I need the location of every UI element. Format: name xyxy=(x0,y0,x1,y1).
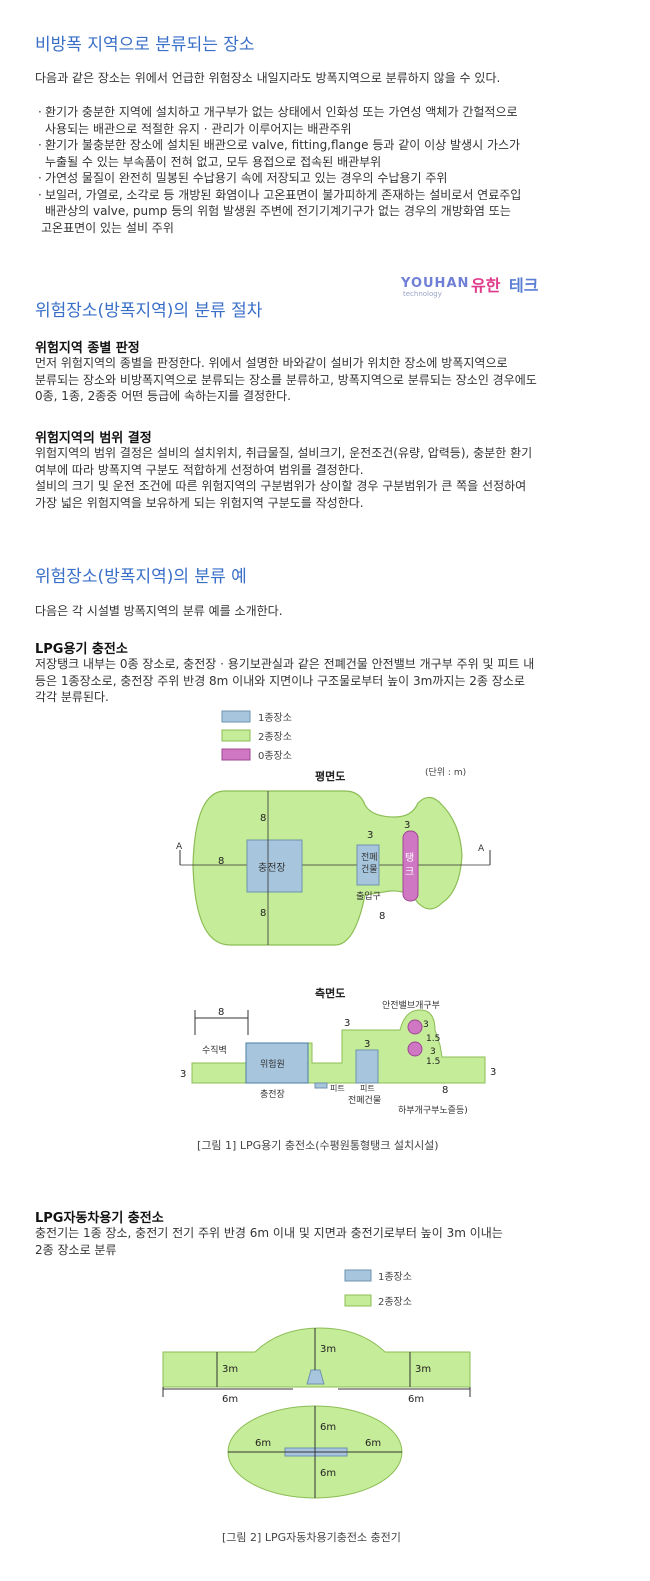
svg-text:3: 3 xyxy=(367,830,373,841)
plan-title: 평면도 xyxy=(315,769,345,783)
zone2-side xyxy=(191,1009,486,1084)
valve-label: 안전밸브개구부 xyxy=(382,1000,440,1011)
legend-label: 0종장소 xyxy=(258,750,292,762)
building-side-zone1 xyxy=(355,1049,379,1084)
svg-text:1.5: 1.5 xyxy=(426,1034,440,1044)
svg-text:8: 8 xyxy=(379,911,385,922)
lower-opening-label: 하부개구부노즐등) xyxy=(398,1105,468,1116)
logo-sub: technology xyxy=(403,290,442,298)
zone2-plan xyxy=(192,790,463,946)
logo-korean-2: 테크 xyxy=(509,276,539,295)
svg-text:전폐건물: 전폐건물 xyxy=(348,1094,381,1106)
figure-2-diagram: 1종장소 2종장소 3m 3m 3m 6m 6m 6m 6m 6m 6m xyxy=(162,1269,471,1499)
logo-korean-1: 유한 xyxy=(471,276,501,295)
paragraph-type: 먼저 위험지역의 종별을 판정한다. 위에서 설명한 바와같이 설비가 위치한 … xyxy=(35,356,537,403)
svg-text:3m: 3m xyxy=(415,1364,431,1375)
svg-text:8: 8 xyxy=(260,813,266,824)
svg-text:8: 8 xyxy=(218,856,224,867)
svg-text:8: 8 xyxy=(442,1085,448,1096)
section-title-procedure: 위험장소(방폭지역)의 분류 절차 xyxy=(35,301,263,321)
legend-swatch-zone1 xyxy=(221,710,251,723)
legend-swatch-zone2 xyxy=(221,729,251,742)
figure-1-caption: [그림 1] LPG용기 충전소(수평원통형탱크 설치시설) xyxy=(197,1139,439,1152)
svg-text:크: 크 xyxy=(405,867,414,878)
svg-text:3: 3 xyxy=(364,1039,370,1050)
subheading-lpg-auto: LPG자동차용기 충전소 xyxy=(35,1211,164,1226)
section-a-right: A xyxy=(478,844,485,854)
svg-text:3: 3 xyxy=(404,820,410,831)
logo-brand: YOUHAN xyxy=(400,276,469,291)
station-zone1 xyxy=(246,839,303,893)
svg-text:1.5: 1.5 xyxy=(426,1057,440,1067)
paragraph-lpg-auto: 충전기는 1종 장소, 충전기 전기 주위 반경 6m 이내 및 지면과 충전기… xyxy=(35,1226,503,1257)
svg-text:3: 3 xyxy=(180,1069,186,1080)
figure-1-diagram: 1종장소 2종장소 0종장소 평면도 (단위 : m) A A 충전장 8 8 … xyxy=(176,710,496,1116)
svg-text:건물: 건물 xyxy=(361,864,378,875)
side-title: 측면도 xyxy=(315,986,345,1000)
unit-label: (단위 : m) xyxy=(425,767,466,778)
svg-text:충전장: 충전장 xyxy=(260,1089,285,1100)
svg-text:6m: 6m xyxy=(320,1422,336,1433)
wall-label: 수직벽 xyxy=(202,1045,227,1056)
legend-label: 1종장소 xyxy=(378,1271,412,1283)
svg-text:3m: 3m xyxy=(222,1364,238,1375)
section-title-examples: 위험장소(방폭지역)의 분류 예 xyxy=(35,567,247,587)
svg-text:피트: 피트 xyxy=(330,1084,345,1093)
svg-text:6m: 6m xyxy=(365,1438,381,1449)
legend-swatch-zone2 xyxy=(344,1294,372,1307)
svg-text:6m: 6m xyxy=(255,1438,271,1449)
svg-text:피트: 피트 xyxy=(360,1084,375,1093)
subheading-range: 위험지역의 범위 결정 xyxy=(35,431,152,446)
figure-2-caption: [그림 2] LPG자동차용기충전소 충전기 xyxy=(222,1531,401,1544)
svg-text:3m: 3m xyxy=(320,1344,336,1355)
svg-text:3: 3 xyxy=(430,1047,436,1057)
svg-text:전폐: 전폐 xyxy=(361,851,378,863)
svg-text:위험원: 위험원 xyxy=(260,1059,285,1070)
entrance-label: 출입구 xyxy=(356,890,381,902)
svg-text:6m: 6m xyxy=(222,1394,238,1405)
subheading-lpg-station: LPG용기 충전소 xyxy=(35,642,128,657)
legend-label: 2종장소 xyxy=(378,1296,412,1308)
svg-text:8: 8 xyxy=(260,908,266,919)
legend-swatch-zone1 xyxy=(344,1269,372,1282)
list-item: 환기가 충분한 지역에 설치하고 개구부가 없는 상태에서 인화성 또는 가연성… xyxy=(35,104,635,137)
zone2-elevation xyxy=(162,1327,471,1388)
legend-label: 2종장소 xyxy=(258,731,292,743)
svg-text:8: 8 xyxy=(218,1007,224,1018)
paragraph-range: 위험지역의 범위 결정은 설비의 설치위치, 취급물질, 설비크기, 운전조건(… xyxy=(35,446,533,510)
svg-text:탱: 탱 xyxy=(405,852,414,864)
legend-label: 1종장소 xyxy=(258,712,292,724)
section-a-left: A xyxy=(176,842,183,852)
paragraph-lpg-station: 저장탱크 내부는 0종 장소로, 충전장 · 용기보관실과 같은 전폐건물 안전… xyxy=(35,657,535,704)
svg-text:3: 3 xyxy=(490,1067,496,1078)
legend-swatch-zone0 xyxy=(221,748,251,761)
svg-text:6m: 6m xyxy=(408,1394,424,1405)
section-intro: 다음과 같은 장소는 위에서 언급한 위험장소 내일지라도 방폭지역으로 분류하… xyxy=(35,71,501,85)
bullet-list: 환기가 충분한 지역에 설치하고 개구부가 없는 상태에서 인화성 또는 가연성… xyxy=(35,104,635,236)
station-side-zone1 xyxy=(245,1042,309,1084)
svg-text:6m: 6m xyxy=(320,1468,336,1479)
company-logo: YOUHAN technology 유한 테크 xyxy=(399,272,559,298)
list-item: 가연성 물질이 완전히 밀봉된 수납용기 속에 저장되고 있는 경우의 수납용기… xyxy=(35,170,635,187)
station-label: 충전장 xyxy=(258,862,286,874)
subheading-type: 위험지역 종별 판정 xyxy=(35,341,140,356)
building-zone1 xyxy=(356,844,380,886)
svg-text:3: 3 xyxy=(423,1020,429,1030)
svg-text:3: 3 xyxy=(344,1018,350,1029)
list-item: 환기가 불충분한 장소에 설치된 배관으로 valve, fitting,fla… xyxy=(35,137,635,170)
dispenser-zone1 xyxy=(306,1369,325,1385)
section-intro-examples: 다음은 각 시설별 방폭지역의 분류 예를 소개한다. xyxy=(35,604,283,618)
section-title-non-explosive: 비방폭 지역으로 분류되는 장소 xyxy=(35,35,255,55)
list-item: 보일러, 가열로, 소각로 등 개방된 화염이나 고온표면이 불가피하게 존재하… xyxy=(35,187,635,237)
tank-zone0 xyxy=(402,830,419,902)
